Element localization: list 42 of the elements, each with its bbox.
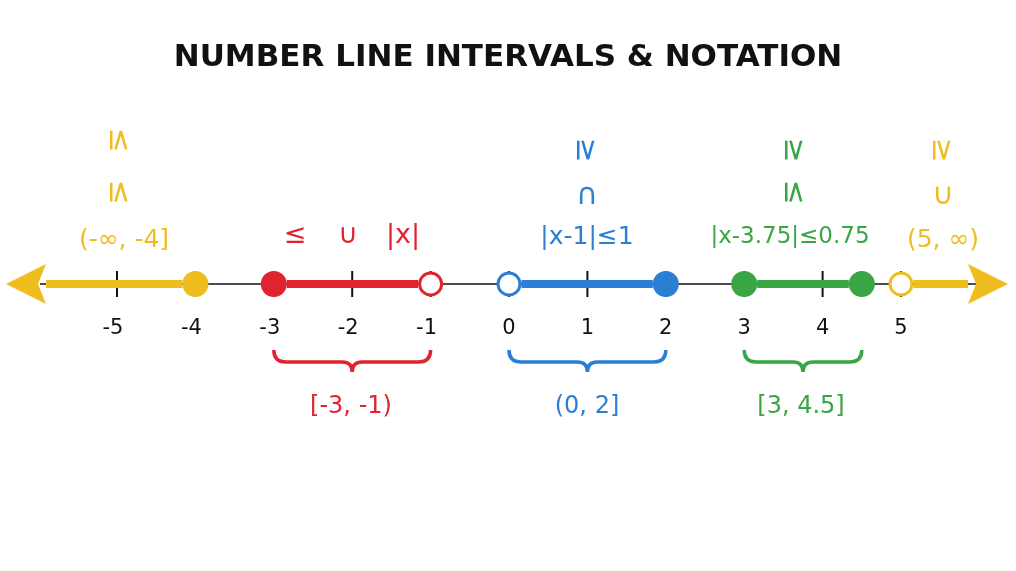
math-symbol: ≤ [283, 219, 307, 247]
closed-endpoint-dot [848, 271, 875, 297]
tick-label: -5 [102, 316, 124, 338]
tick-label: 0 [502, 316, 516, 338]
math-symbol: ≥ [780, 137, 810, 163]
interval-notation: (5, ∞) [906, 225, 980, 251]
ray-arrow [6, 264, 183, 304]
interval-segment [286, 280, 419, 288]
title: NUMBER LINE INTERVALS & NOTATION [173, 39, 843, 71]
ray-arrow [913, 264, 1008, 304]
tick-label: 3 [737, 316, 751, 338]
closed-endpoint-dot [731, 271, 758, 297]
math-symbol: ≤ [105, 127, 135, 153]
interval-segment [521, 280, 653, 288]
tick-label: 1 [580, 316, 595, 338]
math-symbol: ≥ [928, 137, 958, 163]
open-endpoint-dot [496, 271, 522, 297]
math-symbol: ≥ [572, 137, 602, 163]
tick-label: 5 [894, 316, 908, 338]
tick-label: 4 [815, 316, 830, 338]
interval-notation: [3, 4.5] [757, 393, 845, 417]
closed-endpoint-dot [182, 271, 209, 297]
tick-label: -4 [180, 316, 202, 338]
tick-label: -2 [337, 316, 359, 338]
math-symbol: ∪ [932, 179, 954, 209]
inequality-expression: |x-3.75|≤0.75 [710, 223, 870, 247]
math-symbol: ∪ [338, 219, 358, 247]
math-symbol: ≤ [105, 179, 135, 205]
interval-segment [757, 280, 849, 288]
math-symbol: ∩ [576, 179, 598, 209]
tick-label: -3 [259, 316, 281, 338]
closed-endpoint-dot [652, 271, 679, 297]
tick-label: -1 [416, 316, 438, 338]
interval-notation: (0, 2] [554, 393, 620, 417]
interval-notation: (-∞, -4] [78, 225, 170, 251]
closed-endpoint-dot [260, 271, 287, 297]
open-endpoint-dot [888, 271, 914, 297]
math-symbol: ≤ [780, 179, 810, 205]
inequality-expression: |x-1|≤1 [540, 222, 634, 248]
interval-notation: [-3, -1) [310, 393, 392, 417]
open-endpoint-dot [418, 271, 444, 297]
tick-label: 2 [659, 316, 673, 338]
